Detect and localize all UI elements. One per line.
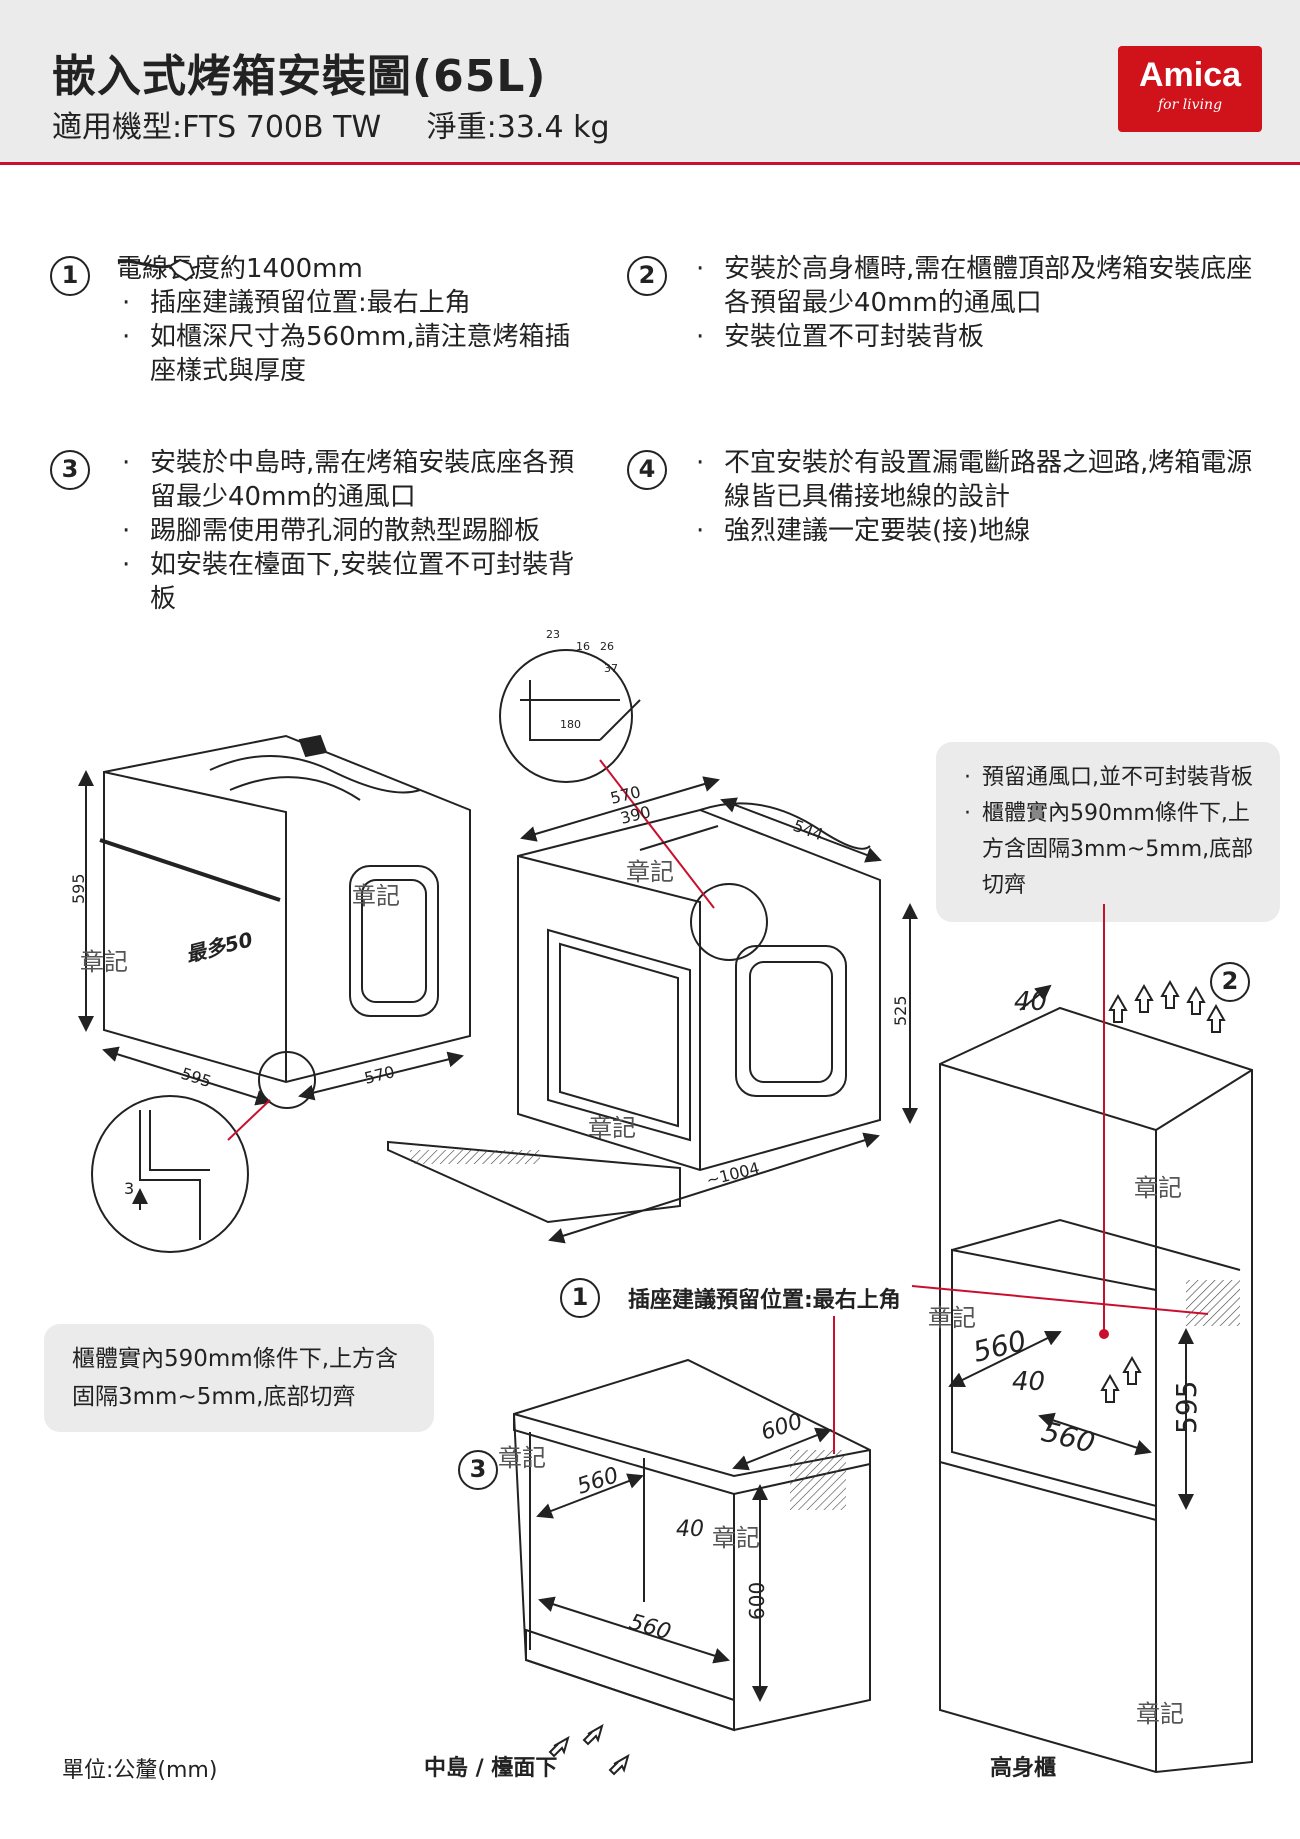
dim-oven-width: 595 — [179, 1064, 214, 1092]
dim-top-37: 37 — [604, 662, 618, 675]
page-subtitle: 適用機型:FTS 700B TW 淨重:33.4 kg — [52, 102, 646, 146]
oven-side-view — [99, 734, 471, 1084]
logo-tagline: for living — [1157, 97, 1223, 113]
dim-front-544: 544 — [791, 816, 826, 844]
tall-cabinet-caption: 高身櫃 — [990, 1756, 1057, 1781]
note-4: 不宜安裝於有設置漏電斷路器之迴路,烤箱電源線皆已具備接地線的設計 強烈建議一定要… — [690, 446, 1266, 548]
tall-cabinet — [939, 1006, 1253, 1774]
vent-note-line-1: 預留通風口,並不可封裝背板 — [962, 760, 1254, 796]
header-bar: 嵌入式烤箱安裝圖(65L) 適用機型:FTS 700B TW 淨重:33.4 k… — [0, 0, 1300, 165]
stamp-3: 章記 — [626, 858, 674, 886]
model-text: 適用機型:FTS 700B TW — [52, 110, 382, 145]
unit-label: 單位:公釐(mm) — [62, 1758, 218, 1783]
note-1-line-1: 電線長度約1400mm — [116, 254, 363, 284]
socket-position-label: 插座建議預留位置:最右上角 — [628, 1288, 901, 1313]
dim-top-23: 23 — [546, 628, 560, 641]
note-3-line-2: 踢腳需使用帶孔洞的散熱型踢腳板 — [116, 514, 600, 548]
note-2-line-1: 安裝於高身櫃時,需在櫃體頂部及烤箱安裝底座各預留最少40mm的通風口 — [690, 252, 1266, 320]
diagram-number-1: 1 — [560, 1278, 600, 1318]
dim-island-600v: 600 — [745, 1582, 769, 1620]
dim-oven-depth: 570 — [362, 1062, 396, 1088]
note-1-line-3: 如櫃深尺寸為560mm,請注意烤箱插座樣式與厚度 — [116, 320, 576, 388]
island-caption: 中島 / 檯面下 — [424, 1756, 558, 1781]
note-1-line-2: 插座建議預留位置:最右上角 — [116, 286, 576, 320]
dim-tall-595: 595 — [1170, 1381, 1203, 1434]
note-1: 電線長度約1400mm 插座建議預留位置:最右上角 如櫃深尺寸為560mm,請注… — [116, 252, 576, 388]
amica-logo: Amica for living — [1118, 46, 1262, 132]
stamp-1: 章記 — [80, 948, 128, 976]
note-4-line-1: 不宜安裝於有設置漏電斷路器之迴路,烤箱電源線皆已具備接地線的設計 — [690, 446, 1266, 514]
stamp-6: 章記 — [928, 1304, 976, 1332]
note-2-number: 2 — [627, 256, 667, 296]
cabinet-note-bubble: 櫃體實內590mm條件下,上方含固隔3mm~5mm,底部切齊 — [44, 1324, 434, 1432]
note-2-line-2: 安裝位置不可封裝背板 — [690, 320, 1266, 354]
stamp-2: 章記 — [352, 882, 400, 910]
note-3-number: 3 — [50, 450, 90, 490]
dim-tall-40: 40 — [1012, 1367, 1045, 1397]
stamp-watermarks: 章記 章記 章記 章記 章記 章記 章記 章記 章記 — [80, 858, 1184, 1728]
vent-note-line-2: 櫃體實內590mm條件下,上方含固隔3mm~5mm,底部切齊 — [962, 796, 1254, 904]
dim-detail-3: 3 — [124, 1179, 134, 1198]
dim-top-180: 180 — [560, 718, 581, 731]
note-3-line-1: 安裝於中島時,需在烤箱安裝底座各預留最少40mm的通風口 — [116, 446, 600, 514]
stamp-4: 章記 — [588, 1114, 636, 1142]
dim-island-40: 40 — [676, 1517, 704, 1542]
note-2: 安裝於高身櫃時,需在櫃體頂部及烤箱安裝底座各預留最少40mm的通風口 安裝位置不… — [690, 252, 1266, 354]
stamp-5: 章記 — [1134, 1174, 1182, 1202]
dim-top-16: 16 — [576, 640, 590, 653]
stamp-8: 章記 — [712, 1524, 760, 1552]
diagram-number-3: 3 — [458, 1450, 498, 1490]
note-4-line-2: 強烈建議一定要裝(接)地線 — [690, 514, 1266, 548]
vent-arrows — [548, 979, 1226, 1776]
logo-brand: Amica — [1138, 56, 1242, 94]
diagram-number-2: 2 — [1210, 962, 1250, 1002]
note-1-number: 1 — [50, 256, 90, 296]
page-title: 嵌入式烤箱安裝圖(65L) — [52, 51, 547, 102]
dim-oven-height: 595 — [69, 873, 88, 904]
island-cabinet — [512, 1358, 871, 1732]
dim-front-525: 525 — [891, 995, 910, 1026]
oven-front-view — [387, 802, 881, 1224]
weight-text: 淨重:33.4 kg — [426, 110, 610, 145]
stamp-7: 章記 — [498, 1444, 546, 1472]
dim-top-26: 26 — [600, 640, 614, 653]
dim-tall-40-top: 40 — [1014, 987, 1047, 1017]
power-cord-icon — [117, 258, 201, 282]
vent-note-bubble: 預留通風口,並不可封裝背板 櫃體實內590mm條件下,上方含固隔3mm~5mm,… — [936, 742, 1280, 922]
note-4-number: 4 — [627, 450, 667, 490]
note-3-line-3: 如安裝在檯面下,安裝位置不可封裝背板 — [116, 548, 600, 616]
stamp-9: 章記 — [1136, 1700, 1184, 1728]
note-3: 安裝於中島時,需在烤箱安裝底座各預留最少40mm的通風口 踢腳需使用帶孔洞的散熱… — [116, 446, 600, 616]
